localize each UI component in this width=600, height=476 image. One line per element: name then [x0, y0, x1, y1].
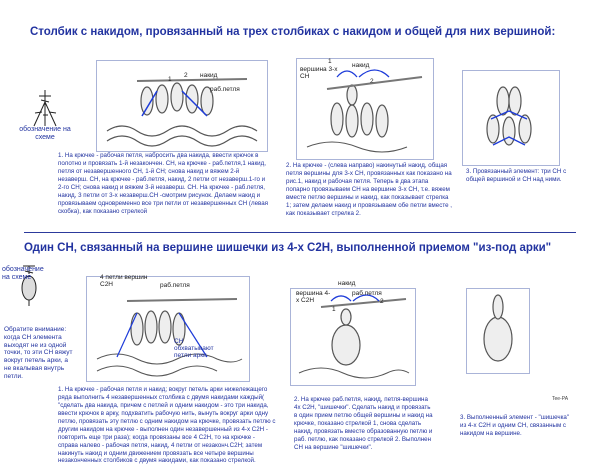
panel1-label-nakid: накид — [200, 72, 218, 79]
top-title: Столбик с накидом, провязанный на трех с… — [30, 26, 556, 38]
bottom-panel1-label-arch: СН обхватывают петли арки — [174, 338, 214, 359]
panel2-label-vershina: вершина 3-х СН — [300, 66, 338, 80]
stitch-symbol-top — [33, 90, 57, 127]
bottom-panel2-caption: 2. На крючке раб.петля, накид, петля-вер… — [294, 396, 433, 451]
stitch-symbol-bottom — [21, 265, 37, 306]
panel2-label-nakid: накид — [352, 62, 370, 69]
panel2-label-2: 2 — [370, 78, 374, 85]
panel2-caption: 2. На крючке - (слева направо) накинутый… — [286, 162, 452, 217]
bottom-panel2-label-rab: раб.петля — [352, 290, 382, 297]
bottom-panel1-illustration — [86, 276, 250, 382]
bottom-panel3-illustration — [466, 288, 530, 374]
panel3-illustration — [462, 70, 560, 166]
panel1-label-rab: раб.петля — [210, 86, 240, 93]
panel1-caption: 1. На крючке - рабочая петля, набросить … — [58, 152, 269, 215]
bottom-panel1-label-4loops: 4 петли вершин С2Н — [100, 274, 148, 288]
panel3-caption: 3. Провязанный элемент: три СН с общей в… — [466, 168, 567, 183]
bottom-panel2-illustration — [290, 288, 416, 386]
bottom-panel1-label-rab: раб.петля — [160, 282, 190, 289]
symbol-caption-bottom: обозначение на схеме — [2, 266, 44, 282]
section-divider — [24, 232, 576, 233]
bottom-panel3-caption: 3. Выполненный элемент - "шишечка" из 4-… — [460, 414, 570, 437]
signature: Tee-PA — [552, 396, 569, 402]
attention-note-text: Обратите внимание: когда СН элемента вых… — [4, 326, 73, 380]
attention-note: Обратите внимание: когда СН элемента вых… — [4, 326, 74, 381]
panel2-label-1: 1 — [328, 58, 332, 65]
bottom-panel2-label-nakid: накид — [338, 280, 356, 287]
bottom-panel2-label-1: 1 — [332, 306, 336, 313]
bottom-panel2-label-2: 2 — [380, 298, 384, 305]
bottom-panel2-label-vershina: вершина 4-х С2Н — [296, 290, 331, 304]
panel1-illustration — [96, 60, 268, 152]
bottom-panel1-caption: 1. На крючке - рабочая петля и накид; во… — [58, 386, 276, 465]
panel1-label-2: 2 — [184, 72, 188, 79]
symbol-caption-top: обозначение на схеме — [19, 126, 71, 142]
panel1-label-1: 1 — [168, 76, 172, 83]
panel2-illustration — [296, 58, 434, 160]
bottom-title: Один СН, связанный на вершине шишечки из… — [24, 242, 552, 254]
